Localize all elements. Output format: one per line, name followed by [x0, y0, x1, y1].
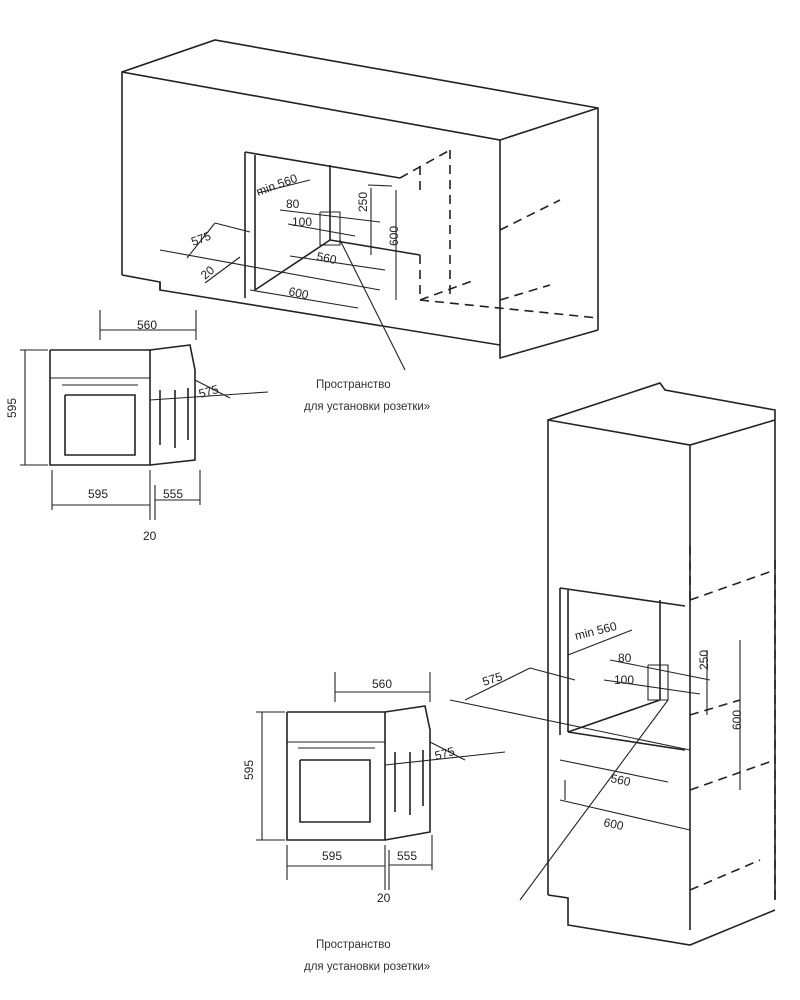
oven-1-front-width: 595 [88, 487, 108, 501]
drawing-line [257, 179, 311, 194]
drawing-line [547, 419, 776, 446]
drawing-line [429, 741, 466, 761]
dim-niche-height: 600 [387, 226, 401, 246]
oven-1-side [149, 344, 196, 466]
drawing-line [689, 759, 776, 791]
drawing-line [689, 569, 776, 601]
oven-1-dimensions: 560 595 575 595 555 20 [5, 318, 220, 543]
drawing-line [279, 209, 381, 223]
drawing-line [149, 391, 269, 401]
drawing-line [559, 759, 669, 783]
socket-box [319, 211, 341, 246]
dim-inner-width: 560 [315, 249, 338, 267]
drawing-line [559, 587, 686, 607]
drawing-line [689, 699, 741, 716]
drawing-line [567, 629, 633, 656]
oven-2-door: 20 [377, 891, 391, 905]
drawing-line [289, 255, 386, 271]
drawing-line [499, 284, 551, 301]
dim-socket-width: 80 [286, 197, 300, 211]
drawing-line [464, 667, 531, 701]
dim-inner-width-2: 560 [609, 771, 632, 789]
drawing-line [204, 256, 241, 284]
drawing-line [529, 667, 576, 681]
oven-2-dimensions: 560 595 575 595 555 20 [242, 677, 456, 905]
tall-cabinet-outline [547, 382, 776, 900]
drawing-line [159, 249, 381, 291]
drawing-line [689, 859, 761, 891]
dim-outer-width: 600 [287, 284, 310, 302]
socket-leader-line [339, 239, 406, 371]
drawing-line [547, 894, 776, 946]
drawing-line [384, 751, 506, 766]
oven-2-height: 595 [242, 760, 256, 780]
socket-caption-2-line2: для установки розетки» [304, 961, 430, 973]
drawing-line [367, 184, 393, 187]
drawing-line [214, 222, 251, 233]
dim-socket-height-2: 100 [614, 673, 634, 687]
socket-box-2 [647, 664, 669, 701]
drawing-line [499, 199, 561, 231]
socket-caption-line1: Пространство [316, 379, 391, 391]
dim-top-gap-2: 250 [697, 650, 711, 670]
drawing-line [249, 289, 359, 309]
drawing-line [287, 223, 356, 237]
dim-socket-height: 100 [292, 215, 312, 229]
oven-2-top-width: 560 [372, 677, 392, 691]
dim-depth-2: 575 [481, 669, 505, 689]
dim-min-width-2: min 560 [573, 619, 618, 643]
oven-1-door: 20 [143, 529, 157, 543]
oven-2-body-depth: 555 [397, 849, 417, 863]
drawing-line [254, 239, 331, 291]
drawing-line [603, 679, 701, 695]
drawing-line [186, 222, 216, 259]
oven-2-depth: 575 [433, 744, 456, 763]
socket-caption-2-line1: Пространство [316, 939, 391, 951]
oven-2-window [299, 759, 371, 823]
oven-2-side [384, 705, 431, 841]
dim-niche-height-2: 600 [730, 710, 744, 730]
top-cabinet-bottom [121, 274, 599, 360]
dim-top-gap: 250 [356, 192, 370, 212]
dim-depth: 575 [189, 229, 213, 249]
drawing-line [419, 279, 476, 301]
drawing-line [609, 659, 711, 681]
oven-1-height: 595 [5, 398, 19, 418]
socket-caption-line2: для установки розетки» [304, 401, 430, 413]
drawing-line [567, 731, 686, 751]
top-cabinet-outline [121, 39, 599, 330]
drawing-lines [20, 39, 776, 946]
oven-2-front-width: 595 [322, 849, 342, 863]
drawing-line [449, 699, 691, 751]
dim-outer-width-2: 600 [602, 815, 625, 833]
drawing-line [329, 239, 421, 256]
dim-socket-width-2: 80 [618, 651, 632, 665]
top-cabinet-dimensions: min 560 80 100 250 600 575 20 560 600 Пр… [189, 171, 430, 413]
drawing-line [399, 149, 451, 179]
oven-1-body-depth: 555 [163, 487, 183, 501]
dim-front-gap: 20 [198, 263, 217, 283]
socket-leader-line-2 [519, 699, 669, 901]
oven-1-depth: 575 [197, 382, 220, 401]
drawing-line [419, 299, 599, 319]
oven-1-window [64, 394, 136, 456]
drawing-line [194, 379, 231, 399]
dim-min-width: min 560 [254, 171, 299, 199]
drawing-line [244, 151, 401, 179]
top-cabinet-top-edge [121, 71, 599, 141]
oven-1-top-width: 560 [137, 318, 157, 332]
drawing-line [567, 699, 661, 733]
drawing-line [559, 799, 691, 831]
